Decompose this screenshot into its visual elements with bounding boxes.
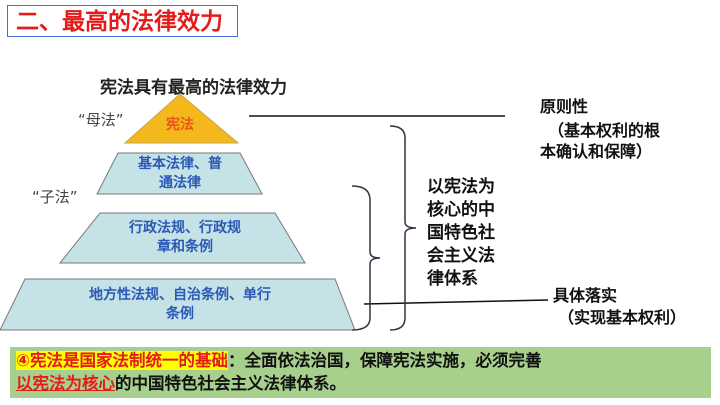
- tier-label-admin: 行政法规、行政规章和条例: [80, 219, 290, 257]
- tier-basic-law: [96, 152, 263, 195]
- text-line: （基本权利的根: [548, 121, 661, 140]
- concrete-detail: （实现基本权利）: [558, 308, 687, 327]
- text-line: 律体系: [427, 269, 478, 289]
- note-text: 的中国特色社会主义法律体系。: [115, 374, 346, 393]
- concrete-line: [363, 299, 549, 305]
- text-line: 会主义法: [427, 246, 495, 266]
- concrete-label: 具体落实: [553, 286, 618, 305]
- principle-detail: （基本权利的根 本确认和保障）: [540, 120, 660, 162]
- tier-text: 基本法律、普: [138, 156, 222, 172]
- child-brace: [351, 185, 381, 331]
- tier-text: 章和条例: [157, 239, 213, 255]
- note-text: ：全面依法治国，保障宪法实施，必须完善: [227, 351, 542, 370]
- text-line: 本确认和保障）: [540, 142, 653, 161]
- tier-text: 条例: [166, 306, 194, 322]
- text-line: 核心的中: [427, 200, 495, 220]
- principle-label: 原则性: [540, 97, 589, 116]
- legal-system-label: 以宪法为 核心的中 国特色社 会主义法 律体系: [427, 176, 495, 291]
- note-underline: 以宪法为核心: [16, 374, 115, 393]
- tier-label-constitution: 宪法: [166, 117, 194, 133]
- tier-text: 通法律: [159, 175, 201, 191]
- text-line: 国特色社: [427, 223, 495, 243]
- child-law-label: “子法”: [32, 188, 78, 206]
- system-brace: [389, 125, 417, 331]
- note-highlight: ④宪法是国家法制统一的基础: [16, 351, 228, 370]
- tier-label-basic-law: 基本法律、普通法律: [100, 155, 260, 193]
- tier-label-local: 地方性法规、自治条例、单行条例: [20, 286, 340, 324]
- mother-law-label: “母法”: [78, 111, 124, 129]
- text-line: 以宪法为: [427, 177, 495, 197]
- diagram-heading: 宪法具有最高的法律效力: [100, 78, 287, 98]
- tier-admin: [58, 212, 306, 264]
- tier-text: 行政法规、行政规: [129, 220, 241, 236]
- tier-constitution: [123, 93, 240, 144]
- slide-title: 二、最高的法律效力: [7, 5, 238, 37]
- tier-text: 地方性法规、自治条例、单行: [89, 287, 271, 303]
- summary-note: ④宪法是国家法制统一的基础：全面依法治国，保障宪法实施，必须完善 以宪法为核心的…: [10, 347, 711, 398]
